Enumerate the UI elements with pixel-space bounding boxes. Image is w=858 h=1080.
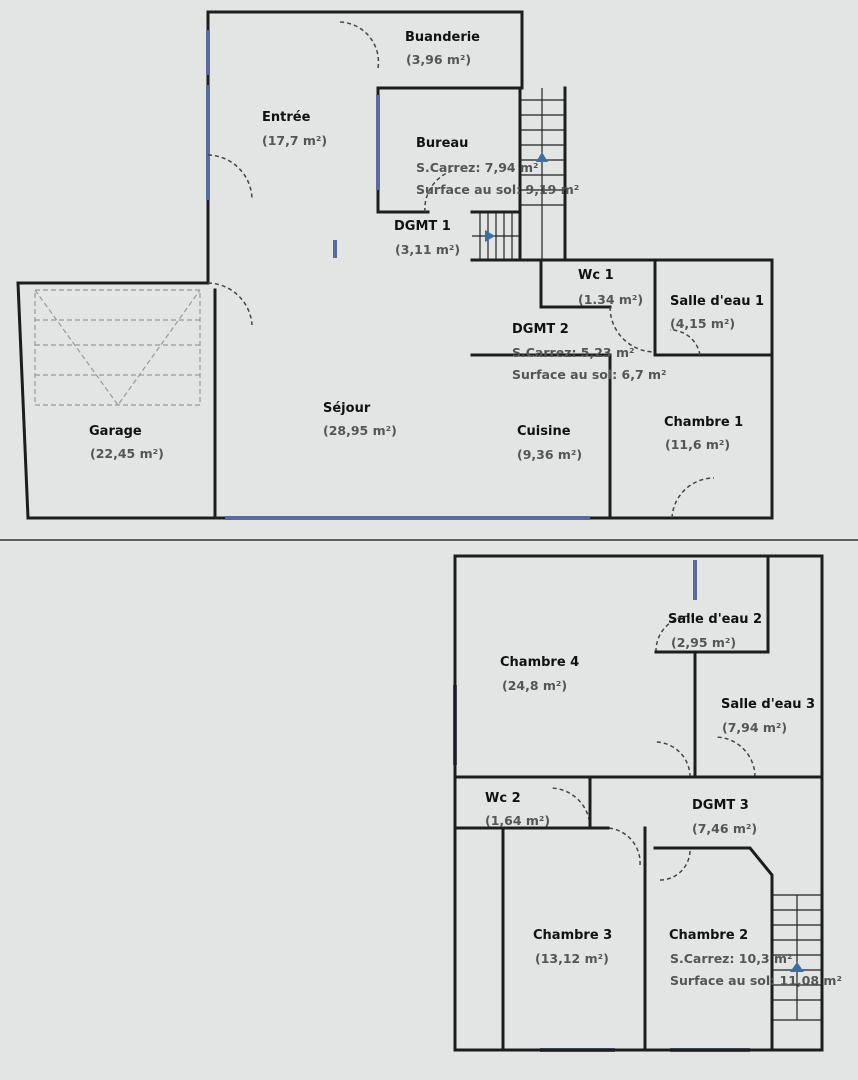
room-area: (4,15 m²) bbox=[670, 316, 736, 331]
room-name: Garage bbox=[89, 424, 142, 439]
doors bbox=[207, 21, 756, 881]
room-name: Bureau bbox=[416, 136, 469, 151]
room-area: (2,95 m²) bbox=[671, 635, 737, 650]
room-name: Cuisine bbox=[517, 424, 571, 439]
stairs-arrow-icon bbox=[485, 230, 495, 242]
room-name: Chambre 4 bbox=[500, 655, 580, 670]
room-carrez: S.Carrez: 10,3 m² bbox=[670, 951, 793, 966]
room-name: Salle d'eau 3 bbox=[721, 697, 816, 712]
room-carrez: S.Carrez: 5,23 m² bbox=[512, 345, 635, 360]
room-name: Salle d'eau 2 bbox=[668, 612, 763, 627]
room-area: (11,6 m²) bbox=[665, 437, 731, 452]
room-area: (7,94 m²) bbox=[722, 720, 788, 735]
room-name: DGMT 1 bbox=[394, 219, 451, 234]
room-carrez: S.Carrez: 7,94 m² bbox=[416, 160, 539, 175]
room-name: Buanderie bbox=[405, 30, 480, 45]
room-name: DGMT 2 bbox=[512, 322, 569, 337]
room-area: (13,12 m²) bbox=[535, 951, 609, 966]
room-area: (17,7 m²) bbox=[262, 133, 328, 148]
room-name: Entrée bbox=[262, 110, 311, 125]
room-area: (28,95 m²) bbox=[323, 423, 397, 438]
room-floor-area: Surface au sol: 6,7 m² bbox=[512, 367, 667, 382]
room-name: Wc 2 bbox=[485, 791, 521, 806]
room-name: Chambre 1 bbox=[664, 415, 744, 430]
room-floor-area: Surface au sol: 11,08 m² bbox=[670, 973, 842, 988]
room-area: (1,64 m²) bbox=[485, 813, 551, 828]
room-area: (3,96 m²) bbox=[406, 52, 472, 67]
upper-stairs bbox=[772, 894, 822, 1021]
ground-stairs bbox=[472, 88, 565, 260]
room-area: (22,45 m²) bbox=[90, 446, 164, 461]
room-name: Séjour bbox=[323, 401, 371, 416]
room-area: (3,11 m²) bbox=[395, 242, 461, 257]
upper-floor-walls bbox=[453, 554, 824, 1052]
room-area: (9,36 m²) bbox=[517, 447, 583, 462]
room-name: Chambre 2 bbox=[669, 928, 749, 943]
room-area: (1.34 m²) bbox=[578, 292, 644, 307]
stairs-arrow-icon bbox=[790, 962, 804, 972]
room-area: (24,8 m²) bbox=[502, 678, 568, 693]
room-name: Chambre 3 bbox=[533, 928, 613, 943]
room-name: DGMT 3 bbox=[692, 798, 749, 813]
room-area: (7,46 m²) bbox=[692, 821, 758, 836]
ground-floor-walls bbox=[16, 10, 774, 520]
stairs-arrow-icon bbox=[536, 152, 548, 162]
room-name: Salle d'eau 1 bbox=[670, 294, 765, 309]
garage-door bbox=[34, 289, 201, 407]
room-floor-area: Surface au sol: 9,19 m² bbox=[416, 182, 580, 197]
room-name: Wc 1 bbox=[578, 268, 614, 283]
